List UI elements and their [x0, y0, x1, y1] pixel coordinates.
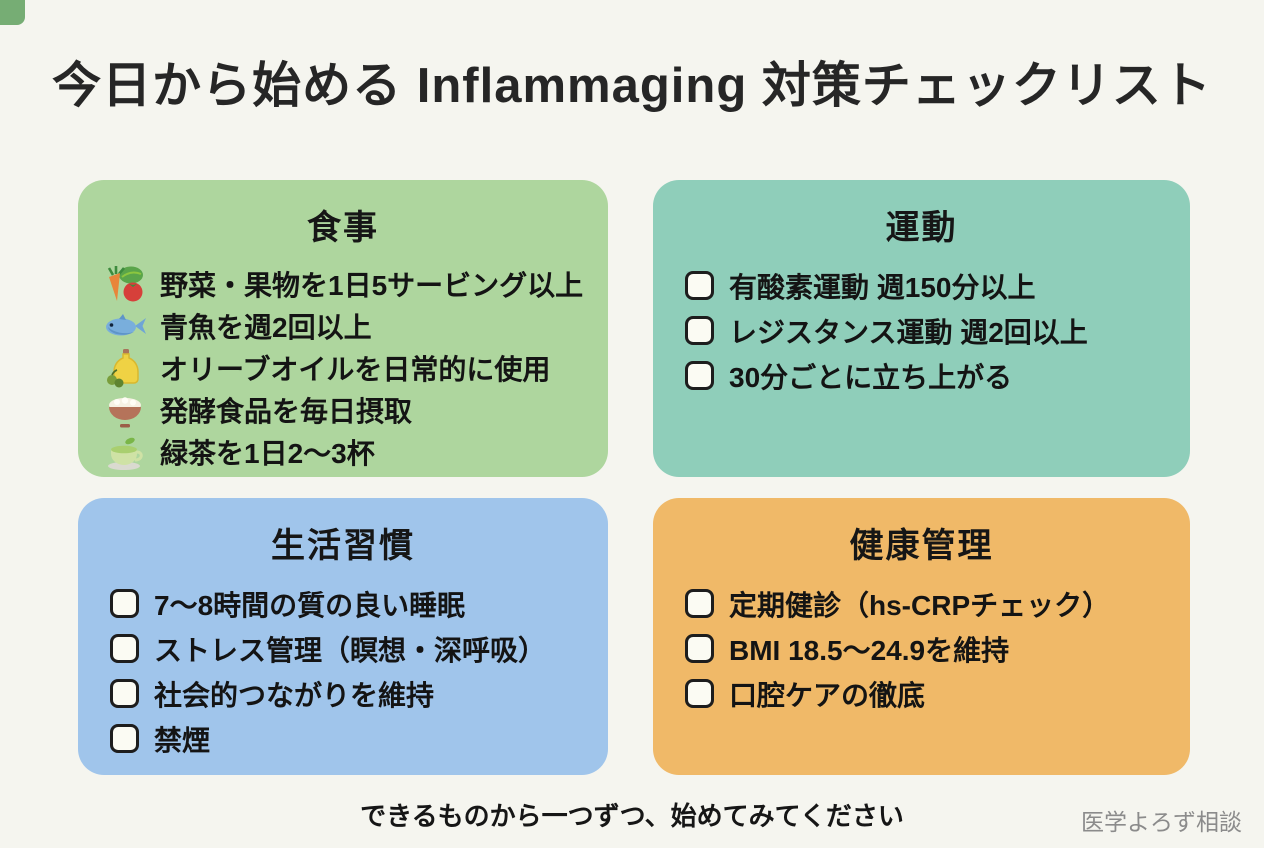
- card-diet: 食事 野菜・果物を1日5サービング以上: [78, 180, 608, 477]
- card-health-title: 健康管理: [849, 527, 994, 565]
- credit-label: 医学よろず相談: [1081, 809, 1242, 835]
- item-text: レジスタンス運動 週2回以上: [729, 316, 1088, 348]
- corner-accent: [0, 0, 25, 25]
- list-item: 緑茶を1日2〜3杯: [100, 431, 586, 473]
- list-item: 有酸素運動 週150分以上: [675, 263, 1168, 308]
- list-item: レジスタンス運動 週2回以上: [675, 308, 1168, 353]
- checkbox[interactable]: [685, 679, 714, 708]
- item-text: ストレス管理（瞑想・深呼吸）: [154, 634, 547, 666]
- checkbox[interactable]: [110, 679, 139, 708]
- olive-oil-icon: [102, 348, 148, 388]
- list-item: 野菜・果物を1日5サービング以上: [100, 263, 586, 305]
- list-item: BMI 18.5〜24.9を維持: [675, 626, 1168, 671]
- green-tea-icon: [102, 432, 148, 472]
- list-item: 定期健診（hs-CRPチェック）: [675, 581, 1168, 626]
- card-health: 健康管理 定期健診（hs-CRPチェック） BMI 18.5〜24.9を維持 口…: [653, 498, 1190, 775]
- vegetables-icon: [102, 264, 148, 304]
- list-item: 口腔ケアの徹底: [675, 671, 1168, 716]
- list-item: 禁煙: [100, 716, 586, 761]
- card-exercise-title: 運動: [885, 209, 958, 247]
- diet-list: 野菜・果物を1日5サービング以上 青魚を週2回以上: [100, 263, 586, 473]
- list-item: ストレス管理（瞑想・深呼吸）: [100, 626, 586, 671]
- item-text: オリーブオイルを日常的に使用: [160, 354, 551, 385]
- list-item: 30分ごとに立ち上がる: [675, 353, 1168, 398]
- item-text: 有酸素運動 週150分以上: [729, 271, 1036, 303]
- health-list: 定期健診（hs-CRPチェック） BMI 18.5〜24.9を維持 口腔ケアの徹…: [675, 581, 1168, 716]
- list-item: オリーブオイルを日常的に使用: [100, 347, 586, 389]
- checkbox[interactable]: [685, 316, 714, 345]
- card-diet-title: 食事: [307, 209, 379, 247]
- checkbox[interactable]: [110, 634, 139, 663]
- cards-grid: 食事 野菜・果物を1日5サービング以上: [78, 180, 1190, 775]
- item-text: 緑茶を1日2〜3杯: [160, 438, 375, 469]
- checkbox[interactable]: [685, 361, 714, 390]
- checkbox[interactable]: [110, 589, 139, 618]
- list-item: 発酵食品を毎日摂取: [100, 389, 586, 431]
- item-text: BMI 18.5〜24.9を維持: [729, 634, 1010, 666]
- checkbox[interactable]: [685, 589, 714, 618]
- item-text: 発酵食品を毎日摂取: [160, 396, 413, 427]
- checkbox[interactable]: [110, 724, 139, 753]
- card-exercise: 運動 有酸素運動 週150分以上 レジスタンス運動 週2回以上 30分ごとに立ち…: [653, 180, 1190, 477]
- page-title: 今日から始める Inflammaging 対策チェックリスト: [52, 59, 1212, 113]
- item-text: 30分ごとに立ち上がる: [729, 361, 1013, 393]
- item-text: 禁煙: [154, 724, 211, 756]
- checkbox[interactable]: [685, 271, 714, 300]
- lifestyle-list: 7〜8時間の質の良い睡眠 ストレス管理（瞑想・深呼吸） 社会的つながりを維持 禁…: [100, 581, 586, 761]
- card-lifestyle-title: 生活習慣: [271, 527, 415, 565]
- exercise-list: 有酸素運動 週150分以上 レジスタンス運動 週2回以上 30分ごとに立ち上がる: [675, 263, 1168, 398]
- item-text: 定期健診（hs-CRPチェック）: [729, 589, 1111, 621]
- item-text: 野菜・果物を1日5サービング以上: [160, 270, 584, 301]
- list-item: 7〜8時間の質の良い睡眠: [100, 581, 586, 626]
- footer-note: できるものから一つずつ、始めてみてください: [360, 801, 904, 831]
- item-text: 青魚を週2回以上: [160, 312, 372, 343]
- fish-icon: [102, 306, 148, 346]
- item-text: 口腔ケアの徹底: [729, 679, 926, 711]
- item-text: 7〜8時間の質の良い睡眠: [154, 589, 466, 621]
- list-item: 社会的つながりを維持: [100, 671, 586, 716]
- checkbox[interactable]: [685, 634, 714, 663]
- item-text: 社会的つながりを維持: [154, 679, 435, 711]
- rice-bowl-icon: [102, 390, 148, 430]
- list-item: 青魚を週2回以上: [100, 305, 586, 347]
- card-lifestyle: 生活習慣 7〜8時間の質の良い睡眠 ストレス管理（瞑想・深呼吸） 社会的つながり…: [78, 498, 608, 775]
